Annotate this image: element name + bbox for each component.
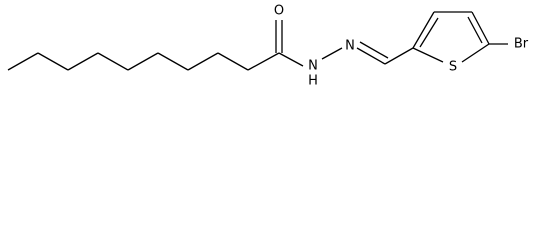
bond-c5-c4 bbox=[471, 11, 490, 45]
nitrogen-amide-label: N bbox=[308, 59, 318, 74]
alkyl-chain bbox=[7, 52, 280, 71]
bond-c3-c2-inner bbox=[419, 17, 439, 48]
bond-c1-c2 bbox=[7, 52, 39, 71]
imine-bond bbox=[356, 41, 389, 65]
bond-imine-a bbox=[356, 47, 386, 65]
molecule-structure: O N H N S Br bbox=[7, 4, 529, 89]
hydrogen-label: H bbox=[308, 74, 318, 89]
bond-c2-s bbox=[412, 47, 444, 63]
bond-c5-c4-inner bbox=[467, 16, 483, 44]
oxygen-label: O bbox=[274, 4, 284, 19]
bond-c3-c4 bbox=[67, 52, 99, 71]
bond-c9-carbonyl bbox=[247, 52, 280, 71]
bond-s-c5 bbox=[461, 43, 490, 63]
bond-c2-c3 bbox=[37, 52, 69, 71]
bond-c7-c8 bbox=[187, 52, 219, 71]
bond-c6-c7 bbox=[157, 52, 189, 71]
bond-imine-b bbox=[359, 41, 389, 59]
bond-carbonyl-n bbox=[278, 52, 304, 67]
bromine-label: Br bbox=[514, 37, 529, 52]
sulfur-label: S bbox=[449, 60, 457, 75]
bond-c8-c9 bbox=[217, 52, 249, 71]
thiophene-ring bbox=[412, 11, 490, 63]
carbonyl-group bbox=[275, 20, 304, 67]
bond-c3-c2 bbox=[412, 11, 435, 49]
bond-ch-thiophene bbox=[384, 47, 414, 65]
nitrogen-imine-label: N bbox=[345, 39, 355, 54]
bond-n-n bbox=[321, 47, 343, 60]
bond-c4-c5 bbox=[97, 52, 129, 71]
bond-c5-c6 bbox=[127, 52, 159, 71]
